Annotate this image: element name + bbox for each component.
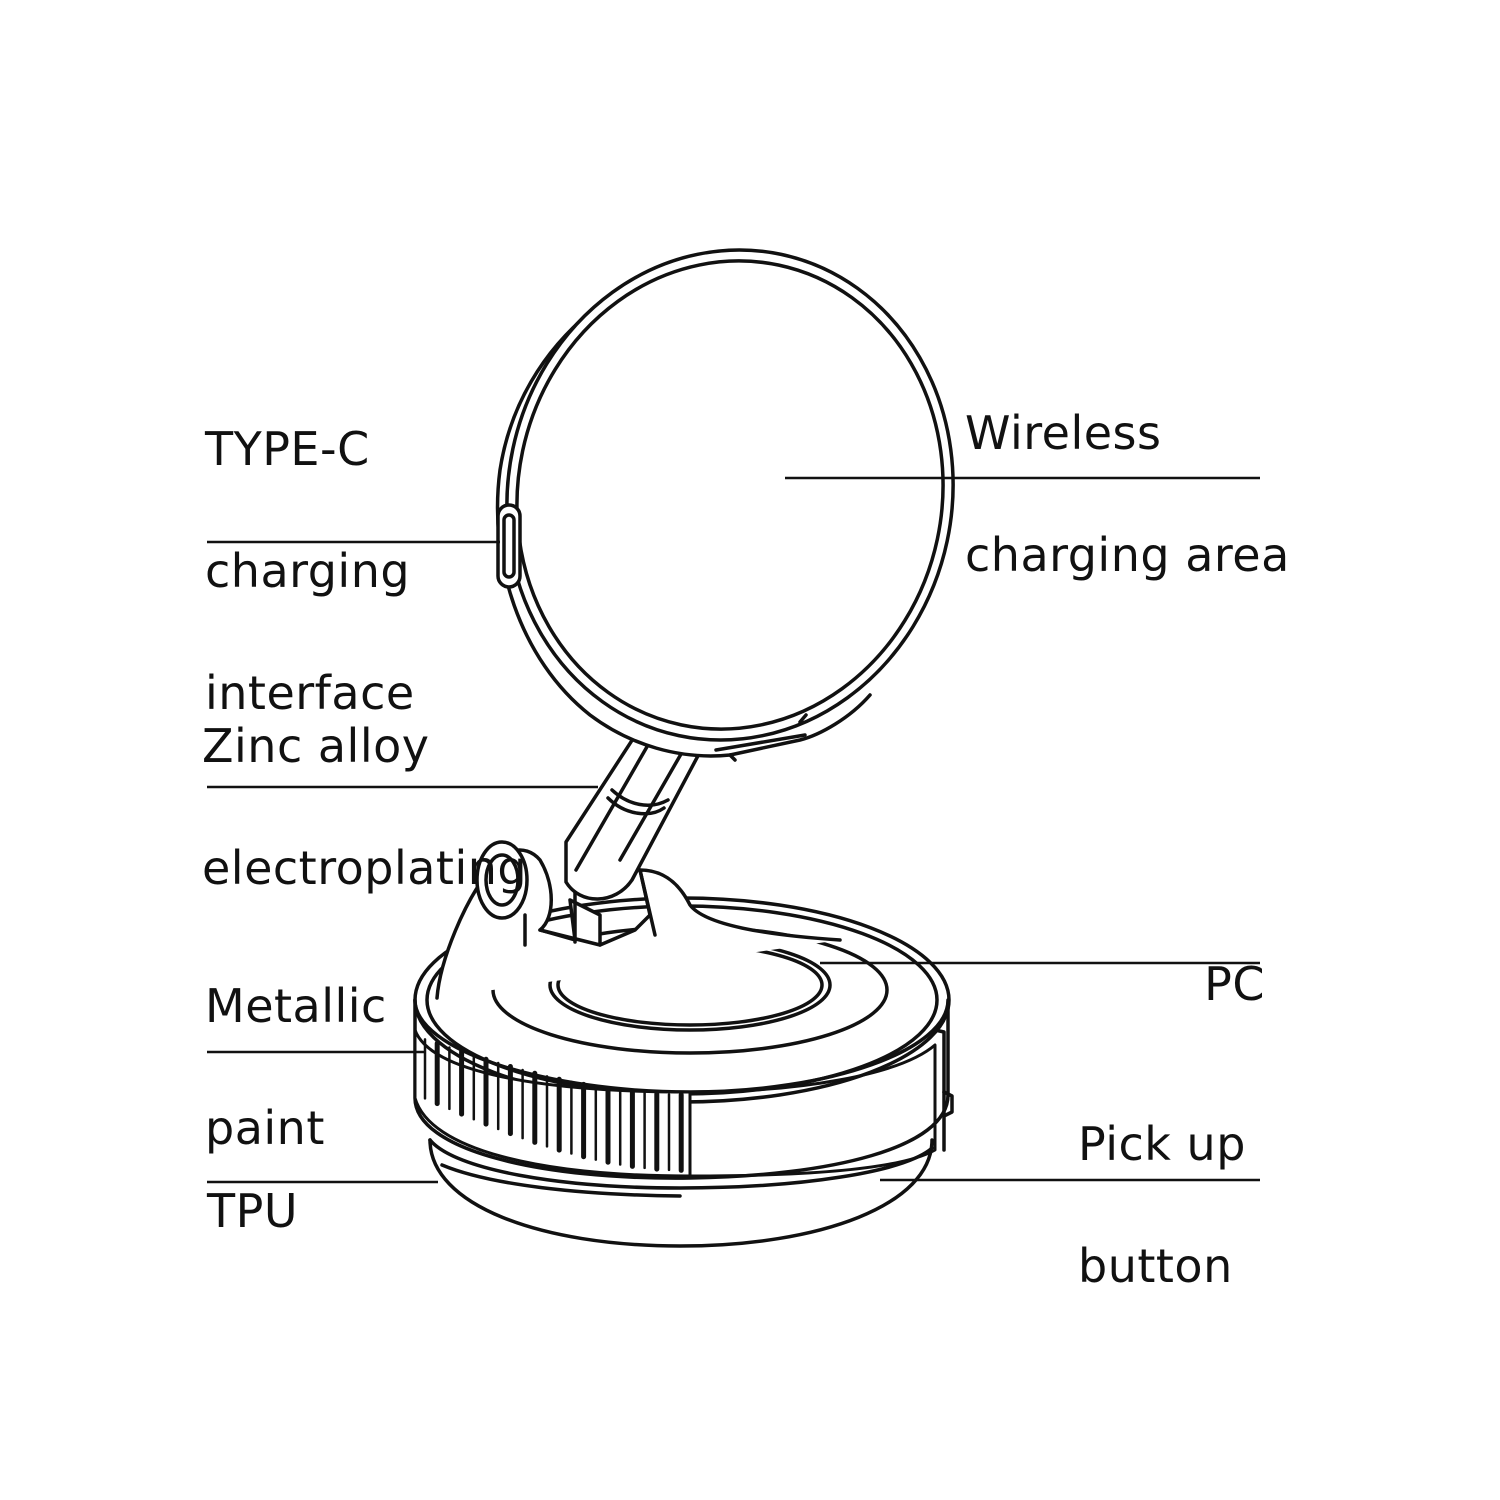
label-zinc: Zinc alloy electroplating xyxy=(202,655,527,960)
label-pc: PC xyxy=(1100,893,1265,1076)
leader-lines xyxy=(207,476,1260,1184)
label-type-c: TYPE-C charging interface xyxy=(205,358,415,785)
charging-head xyxy=(495,248,955,762)
label-line: button xyxy=(1078,1239,1233,1293)
label-metallic: Metallic paint xyxy=(205,915,387,1220)
label-line: TYPE-C xyxy=(205,422,370,476)
label-line: Metallic xyxy=(205,979,387,1033)
label-line: charging area xyxy=(965,528,1290,582)
label-line: electroplating xyxy=(202,841,528,895)
label-line: PC xyxy=(1204,957,1265,1011)
label-tpu: TPU xyxy=(207,1120,298,1303)
label-line: TPU xyxy=(207,1184,299,1238)
label-pickup: Pick up button xyxy=(1078,1053,1246,1358)
label-line: paint xyxy=(205,1101,325,1155)
label-line: interface xyxy=(205,666,415,720)
hinge-bracket xyxy=(435,840,842,1000)
knurled-grip xyxy=(413,1028,937,1178)
label-line: charging xyxy=(205,544,411,598)
label-line: Wireless xyxy=(965,406,1162,460)
label-line: Zinc alloy xyxy=(202,719,430,773)
label-line: Pick up xyxy=(1078,1117,1246,1171)
label-wireless: Wireless charging area xyxy=(965,342,1290,647)
